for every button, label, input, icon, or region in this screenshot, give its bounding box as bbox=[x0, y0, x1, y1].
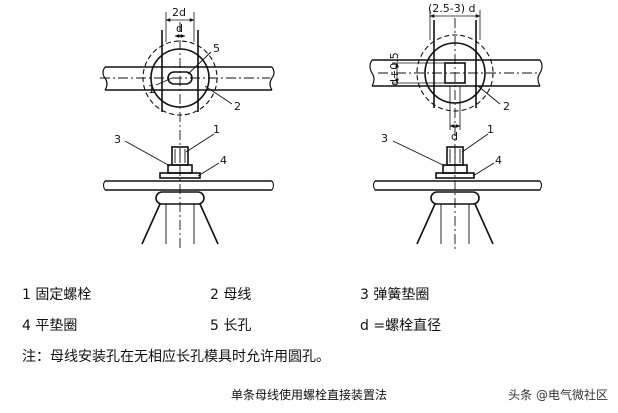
dim-2-5-3d: (2.5-3) d bbox=[428, 2, 476, 15]
callout-left-3: 3 bbox=[114, 133, 121, 146]
callout-right-4: 4 bbox=[495, 154, 502, 167]
right-busbar-elevation bbox=[372, 180, 543, 191]
right-labels: (2.5-3) d d+0.5 d 2 3 1 4 bbox=[381, 2, 510, 167]
legend-note: 注：母线安装孔在无相应长孔模具时允许用圆孔。 bbox=[22, 349, 330, 365]
right-bolt-assembly bbox=[435, 146, 475, 179]
left-view bbox=[100, 12, 275, 250]
dim-d-right: d bbox=[451, 130, 458, 143]
left-busbar-plan bbox=[102, 66, 275, 91]
callout-left-1: 1 bbox=[148, 83, 155, 96]
callout-left-5: 5 bbox=[213, 42, 220, 55]
legend-item-3: 3 弹簧垫圈 bbox=[360, 287, 430, 303]
dim-2d: 2d bbox=[172, 6, 186, 19]
legend-item-2: 2 母线 bbox=[210, 287, 252, 303]
left-busbar-elevation bbox=[102, 180, 275, 191]
legend-item-6: d =螺栓直径 bbox=[360, 318, 442, 334]
left-bolt-assembly bbox=[159, 146, 201, 179]
dim-d-plus-0-5: d+0.5 bbox=[388, 52, 401, 86]
left-cross-busbar bbox=[161, 30, 199, 112]
legend-item-4: 4 平垫圈 bbox=[22, 318, 78, 334]
left-insulator bbox=[141, 191, 219, 245]
callout-right-3: 3 bbox=[381, 132, 388, 145]
left-labels: 2d d 1 5 2 3 1 4 bbox=[114, 6, 241, 167]
dim-d-left: d bbox=[176, 22, 183, 35]
callout-right-2: 2 bbox=[503, 100, 510, 113]
callout-left-1b: 1 bbox=[213, 123, 220, 136]
right-busbar-plan bbox=[369, 59, 543, 87]
legend-item-1: 1 固定螺栓 bbox=[22, 287, 92, 303]
callout-left-2: 2 bbox=[234, 100, 241, 113]
figure-caption: 单条母线使用螺栓直接装置法 bbox=[230, 388, 387, 402]
callout-left-4: 4 bbox=[220, 154, 227, 167]
right-view bbox=[369, 10, 543, 250]
right-insulator bbox=[416, 191, 494, 245]
legend-item-5: 5 长孔 bbox=[210, 318, 252, 334]
watermark: 头条 @电气微社区 bbox=[508, 388, 608, 402]
callout-right-1: 1 bbox=[487, 123, 494, 136]
